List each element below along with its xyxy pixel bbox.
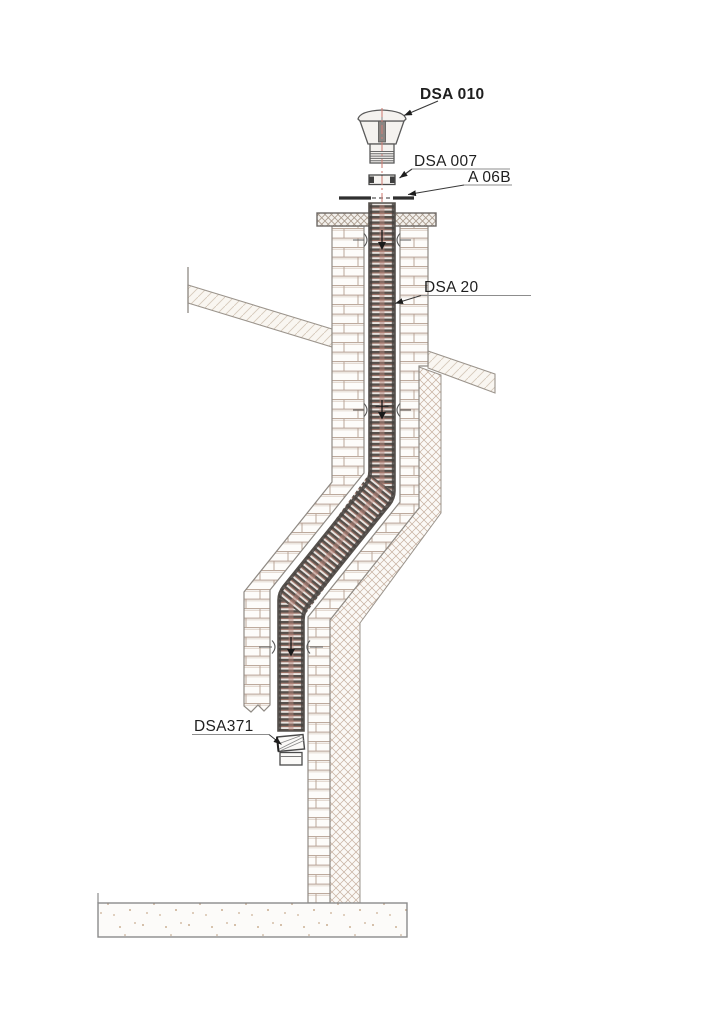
liner-spacer-bottom	[259, 637, 323, 657]
cap-ribs	[370, 151, 394, 162]
label-dsa20: DSA 20	[424, 279, 478, 296]
liner-center-stripe	[288, 205, 385, 731]
label-dsa010: DSA 010	[420, 86, 484, 103]
chimney-masonry	[243, 212, 442, 904]
right-brick-wall	[307, 225, 429, 904]
liner-spacer-middle	[353, 400, 411, 420]
leader-dsa20	[394, 294, 422, 305]
label-dsa007: DSA 007	[414, 153, 477, 170]
label-dsa371: DSA371	[194, 718, 254, 735]
label-a06b: A 06B	[468, 169, 511, 186]
leader-dsa010	[403, 100, 439, 117]
bottom-adapter	[276, 733, 306, 766]
liner-edge-line-left	[278, 203, 373, 731]
liner-outline	[277, 202, 396, 732]
leader-dsa371	[268, 734, 282, 745]
roof-band-left	[187, 284, 333, 348]
annotations: DSA 010 DSA 007 A 06B DSA 20 DSA371	[192, 86, 531, 745]
roof-band	[187, 267, 496, 394]
liner-spacer-top	[353, 230, 411, 250]
liner-edge-line-right	[300, 203, 395, 731]
left-brick-wall	[243, 225, 365, 713]
leader-a06b	[407, 184, 465, 197]
flue-liner	[277, 202, 396, 732]
leader-dsa007	[399, 168, 413, 179]
floor-slab	[97, 893, 408, 938]
